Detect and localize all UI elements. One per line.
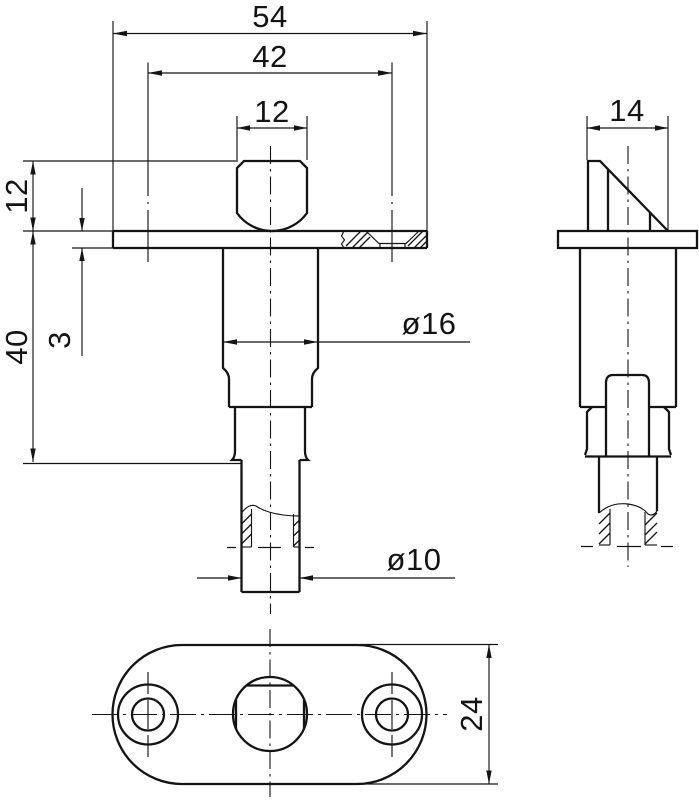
bottom-plate-outline bbox=[111, 643, 428, 786]
dim-head-width-label: 12 bbox=[254, 94, 289, 129]
side-tip-section bbox=[581, 503, 673, 548]
dim-shaft-diameter-label: ø16 bbox=[402, 306, 457, 341]
dimension-annotations: 54 42 12 12 40 3 ø16 bbox=[0, 0, 669, 785]
front-shaft-right bbox=[310, 248, 320, 407]
dim-tip-diameter-label: ø10 bbox=[387, 542, 442, 577]
dim-head-height-label: 12 bbox=[0, 178, 34, 213]
front-head-outline bbox=[235, 159, 309, 233]
side-head-outline bbox=[586, 159, 669, 232]
dim-plate-depth-label: 24 bbox=[454, 696, 489, 731]
front-shaft-left bbox=[221, 248, 231, 407]
side-view bbox=[556, 146, 699, 567]
side-flange bbox=[556, 229, 699, 250]
dim-shank-length-label: 40 bbox=[0, 329, 34, 364]
dim-hole-spacing-label: 42 bbox=[252, 39, 287, 74]
dim-overall-width-label: 54 bbox=[252, 0, 287, 34]
front-countersink-section bbox=[340, 230, 428, 249]
front-view bbox=[23, 62, 429, 614]
dim-head-depth-label: 14 bbox=[609, 93, 644, 128]
front-tip-section bbox=[227, 504, 314, 549]
bottom-view bbox=[92, 629, 447, 797]
dim-flange-thickness-label: 3 bbox=[42, 331, 77, 349]
